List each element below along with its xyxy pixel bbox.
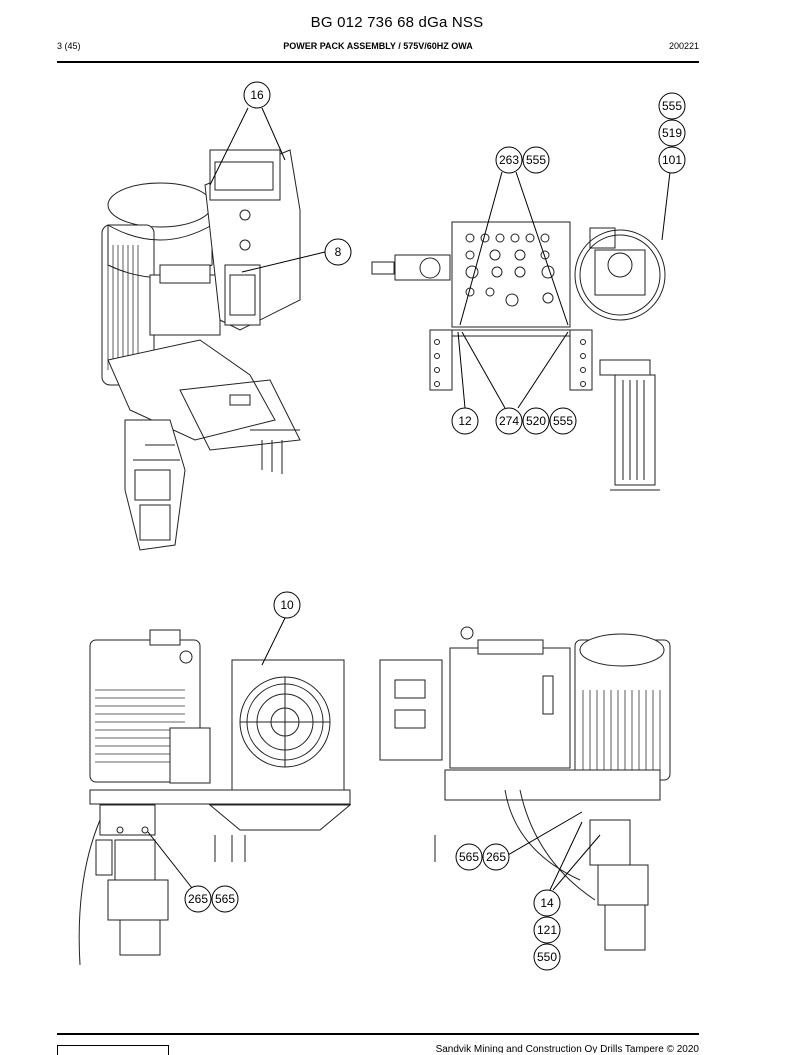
section-title: POWER PACK ASSEMBLY / 575V/60HZ OWA	[283, 41, 473, 51]
callout-555-right: 555	[658, 92, 686, 120]
callout-555-top: 555	[522, 146, 550, 174]
view-isometric	[101, 107, 326, 551]
callout-565-left-label: 565	[215, 892, 235, 906]
document-title: BG 012 736 68 dGa NSS	[310, 14, 484, 31]
callout-12: 12	[451, 407, 479, 435]
callout-565-right-label: 565	[459, 850, 479, 864]
footer-copyright: Sandvik Mining and Construction Oy Drill…	[435, 1044, 699, 1053]
callout-520: 520	[522, 407, 550, 435]
callout-274: 274	[495, 407, 523, 435]
callout-101-label: 101	[662, 153, 682, 167]
page-number: 3 (45)	[57, 41, 81, 51]
callout-8-label: 8	[335, 245, 342, 259]
view-side-tank	[379, 626, 671, 951]
panel-gauges	[465, 233, 555, 307]
header-divider	[57, 61, 699, 63]
callout-565-left: 565	[211, 885, 239, 913]
date-code: 200221	[668, 41, 699, 51]
motor-fins-iso	[107, 245, 139, 370]
callout-555-right-label: 555	[662, 99, 682, 113]
callout-8: 8	[324, 238, 352, 266]
sandvik-logo	[57, 1045, 169, 1055]
callout-520-label: 520	[526, 414, 546, 428]
callout-14-label: 14	[540, 896, 554, 910]
callout-10-label: 10	[280, 598, 294, 612]
callout-555-top-label: 555	[526, 153, 546, 167]
motor-fins-tank	[582, 690, 661, 775]
callout-265-left-label: 265	[188, 892, 208, 906]
callout-14: 14	[533, 889, 561, 917]
callout-274-label: 274	[499, 414, 519, 428]
callout-565-right: 565	[455, 843, 483, 871]
callout-555-bottom: 555	[549, 407, 577, 435]
callout-12-label: 12	[458, 414, 472, 428]
callout-265-left: 265	[184, 885, 212, 913]
view-side-fan	[78, 617, 352, 966]
callout-101: 101	[658, 146, 686, 174]
callout-16-label: 16	[250, 88, 264, 102]
header-row: 3 (45) POWER PACK ASSEMBLY / 575V/60HZ O…	[57, 41, 699, 55]
footer-divider	[57, 1033, 699, 1035]
callout-265-right: 265	[482, 843, 510, 871]
callout-10: 10	[273, 591, 301, 619]
callout-555-bottom-label: 555	[553, 414, 573, 428]
callout-16: 16	[243, 81, 271, 109]
callout-121-label: 121	[537, 923, 557, 937]
callout-121: 121	[533, 916, 561, 944]
callout-519: 519	[658, 119, 686, 147]
callout-519-label: 519	[662, 126, 682, 140]
callout-550: 550	[533, 943, 561, 971]
view-front-panel	[371, 171, 671, 491]
callout-550-label: 550	[537, 950, 557, 964]
callout-263-label: 263	[499, 153, 519, 167]
callout-265-right-label: 265	[486, 850, 506, 864]
callout-263: 263	[495, 146, 523, 174]
